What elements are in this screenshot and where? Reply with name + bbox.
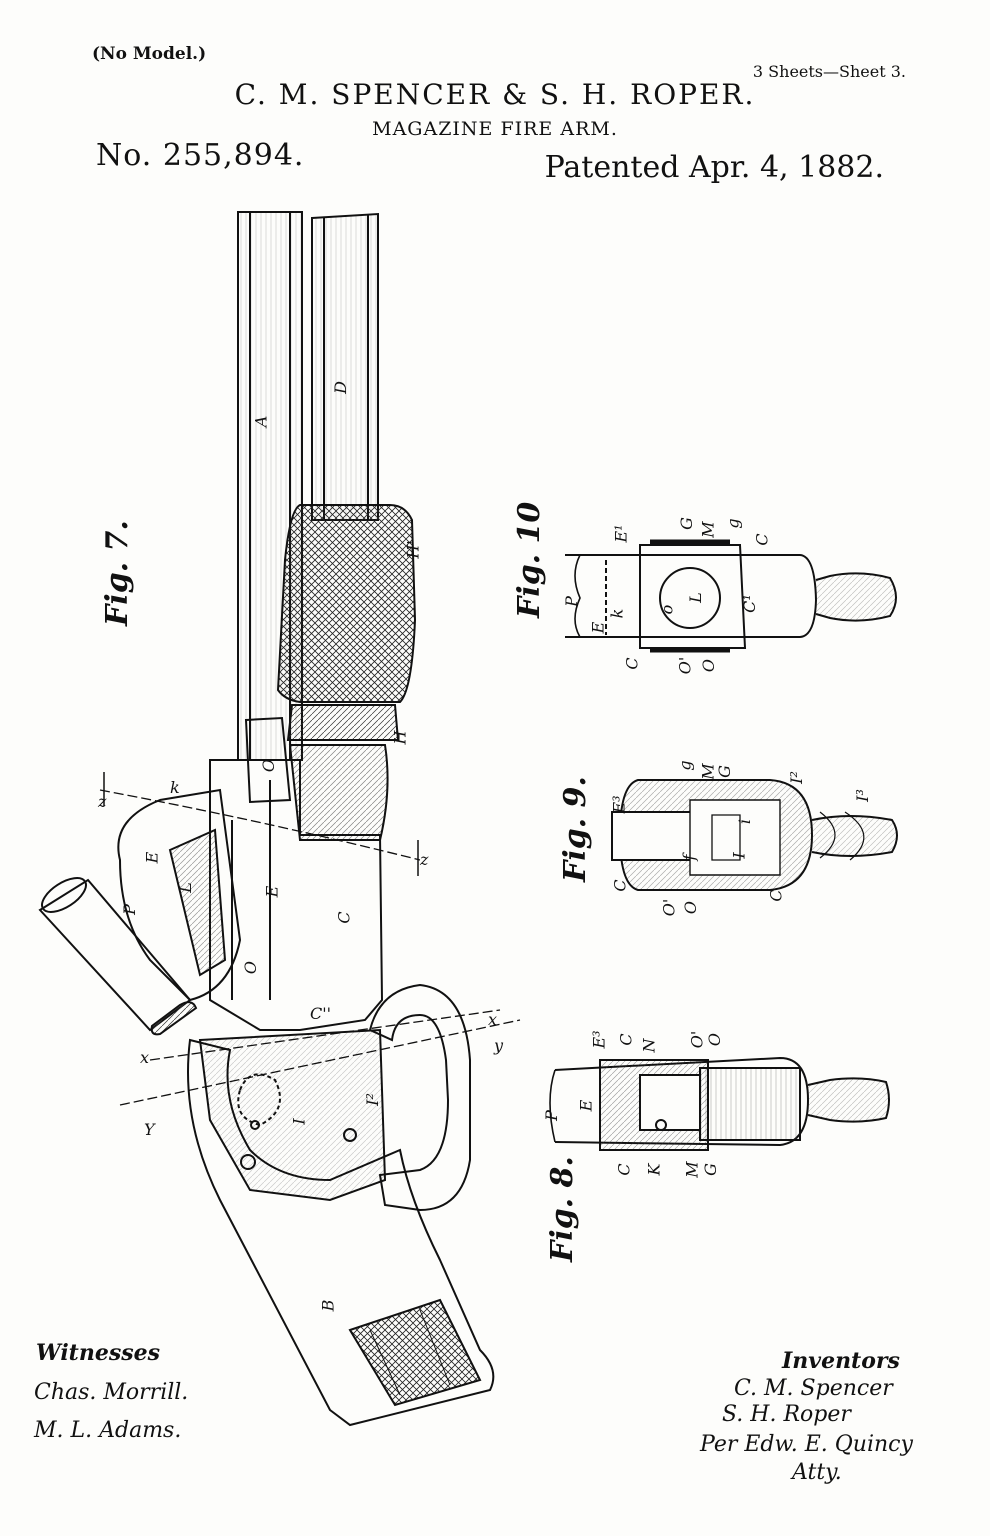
- fig8-letter-e: E: [576, 1099, 596, 1112]
- fig8-letter-o: O: [705, 1032, 725, 1047]
- fig7-letter-d: D: [330, 381, 350, 394]
- witness-signature-2: M. L. Adams.: [34, 1418, 182, 1443]
- attorney-signature: Per Edw. E. Quincy: [700, 1432, 913, 1457]
- inventor-signature-1: C. M. Spencer: [734, 1376, 893, 1401]
- fig10-letter-e1: E¹: [611, 524, 631, 543]
- fig7-letter-x2: x: [488, 1010, 498, 1029]
- witnesses-heading: Witnesses: [36, 1340, 160, 1366]
- fig7-letter-h: H: [390, 730, 410, 745]
- fig10-letter-k: k: [607, 608, 627, 619]
- fig9-letter-g-cap: G: [714, 765, 734, 778]
- fig8-label: Fig. 8.: [545, 1156, 580, 1262]
- witness-signature-1: Chas. Morrill.: [34, 1380, 189, 1405]
- fig9-letter-g: g: [675, 760, 695, 771]
- fig7-letter-b: B: [318, 1299, 338, 1312]
- inventor-names-title: C. M. SPENCER & S. H. ROPER.: [234, 78, 756, 111]
- fig7-letter-o2: O: [241, 960, 261, 975]
- patent-date: Patented Apr. 4, 1882.: [544, 150, 884, 185]
- fig9-letter-i-lower: i: [735, 818, 755, 825]
- inventors-heading: Inventors: [782, 1348, 900, 1374]
- fig10-label: Fig. 10: [512, 501, 547, 618]
- invention-title: MAGAZINE FIRE ARM.: [372, 118, 618, 140]
- fig9-letter-f: f: [679, 854, 699, 861]
- fig8-letter-m: M: [682, 1161, 702, 1178]
- fig9-letter-c-right: C: [766, 889, 786, 902]
- fig9-drawing: [611, 779, 898, 891]
- fig10-letter-o2: O: [699, 658, 719, 673]
- fig10-letter-c1: C¹: [739, 594, 759, 613]
- fig7-letter-y2: Y: [144, 1120, 155, 1139]
- fig7-letter-p: P: [119, 904, 139, 915]
- fig10-letter-c-lower: C: [622, 657, 642, 670]
- fig7-letter-e: E: [142, 851, 162, 864]
- fig8-letter-p: P: [541, 1110, 561, 1121]
- fig9-letter-c: C: [610, 879, 630, 892]
- fig10-letter-g-lower: g: [723, 518, 743, 529]
- fig7-letter-x1: x: [140, 1048, 150, 1067]
- fig9-letter-o-prime: O': [659, 898, 679, 917]
- fig8-letter-c: C: [616, 1033, 636, 1046]
- fig10-drawing: [565, 539, 897, 653]
- fig8-letter-g: G: [700, 1163, 720, 1176]
- attorney-title: Atty.: [792, 1460, 842, 1485]
- fig7-letter-h-prime: H': [403, 540, 423, 559]
- fig10-letter-m: M: [698, 521, 718, 538]
- patent-number: No. 255,894.: [96, 138, 305, 173]
- fig7-letter-i: I: [289, 1118, 309, 1125]
- fig10-letter-c: C: [752, 533, 772, 546]
- fig9-letter-e3: E³: [609, 795, 629, 814]
- fig7-letter-o: O: [259, 758, 279, 773]
- fig7-letter-l: L: [175, 882, 195, 893]
- fig7-letter-c: C: [334, 911, 354, 924]
- fig10-letter-p: P: [561, 596, 581, 607]
- fig8-letter-c-lower: C: [614, 1163, 634, 1176]
- fig10-letter-g: G: [676, 517, 696, 530]
- fig8-letter-n: N: [639, 1038, 659, 1053]
- fig7-letter-c11: C'': [310, 1004, 332, 1023]
- fig7-label: Fig. 7.: [100, 520, 135, 626]
- fig7-letter-z2: z: [420, 850, 429, 869]
- fig7-letter-i2: I²: [362, 1093, 382, 1106]
- fig9-label: Fig. 9.: [558, 776, 593, 882]
- no-model-note: (No Model.): [92, 44, 207, 64]
- fig7-drawing: [38, 211, 521, 1427]
- inventor-signature-2: S. H. Roper: [722, 1402, 851, 1427]
- fig9-letter-i2: I²: [786, 771, 806, 784]
- fig10-letter-o: o: [657, 604, 677, 615]
- fig8-letter-e3: E³: [589, 1030, 609, 1049]
- fig8-letter-k: K: [644, 1163, 664, 1176]
- sheet-count: 3 Sheets—Sheet 3.: [752, 62, 906, 81]
- fig8-drawing: [549, 1056, 890, 1151]
- fig10-letter-e: E: [588, 621, 608, 634]
- fig7-letter-e2: E: [262, 885, 282, 898]
- fig8-letter-o-prime: O': [687, 1030, 707, 1049]
- fig7-letter-k: k: [170, 778, 180, 797]
- fig7-letter-a: A: [251, 415, 271, 428]
- fig7-letter-z1: z: [98, 792, 107, 811]
- fig9-letter-i: I: [729, 852, 749, 859]
- fig9-letter-i3: I³: [852, 789, 872, 802]
- fig7-letter-y1: y: [494, 1036, 504, 1055]
- fig9-letter-o: O: [681, 900, 701, 915]
- fig10-letter-o-prime: O': [675, 656, 695, 675]
- fig10-letter-l: L: [685, 592, 705, 603]
